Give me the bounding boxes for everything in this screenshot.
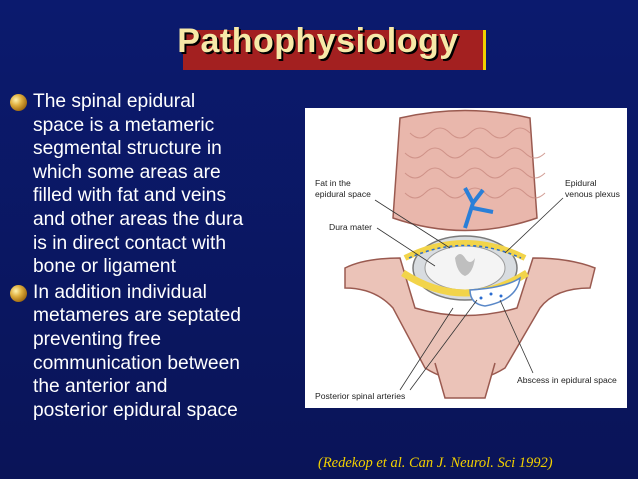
label-abscess: Abscess in epidural space bbox=[517, 375, 617, 385]
bullet-sphere-icon bbox=[10, 94, 27, 111]
slide-title: Pathophysiology bbox=[177, 22, 459, 60]
bullet-item: The spinal epidural space is a metameric… bbox=[10, 90, 310, 279]
bullet-list: The spinal epidural space is a metameric… bbox=[10, 90, 310, 424]
citation: (Redekop et al. Can J. Neurol. Sci 1992) bbox=[318, 455, 553, 471]
label-arteries: Posterior spinal arteries bbox=[315, 391, 405, 401]
label-fat-line2: epidural space bbox=[315, 189, 371, 199]
bullet-text: The spinal epidural space is a metameric… bbox=[33, 91, 244, 278]
label-plexus-line2: venous plexus bbox=[565, 189, 620, 199]
title-accent-bar bbox=[183, 30, 486, 70]
bullet-text: In addition individual metameres are sep… bbox=[33, 281, 241, 421]
spine-illustration: Fat in the epidural space Dura mater Epi… bbox=[315, 109, 620, 401]
bullet-item: In addition individual metameres are sep… bbox=[10, 281, 310, 423]
bullet-sphere-icon bbox=[10, 284, 27, 302]
label-fat-line1: Fat in the bbox=[315, 178, 351, 188]
spine-cross-section-figure: Fat in the epidural space Dura mater Epi… bbox=[305, 108, 627, 408]
label-dura: Dura mater bbox=[329, 222, 372, 232]
label-plexus-line1: Epidural bbox=[565, 178, 597, 188]
